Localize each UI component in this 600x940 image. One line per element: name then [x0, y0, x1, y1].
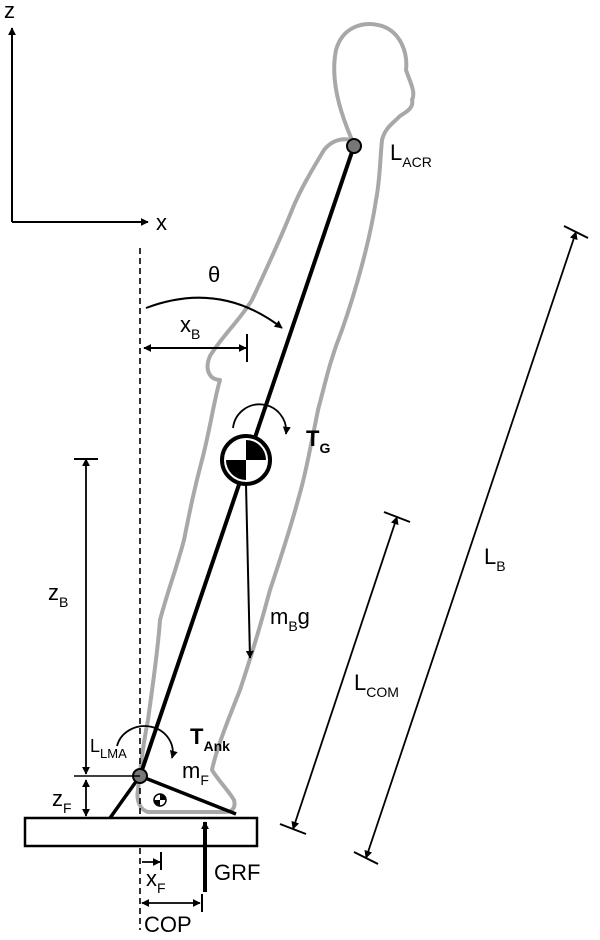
foot-com-symbol: [153, 793, 167, 807]
xf-dimension: [142, 852, 162, 870]
grf-label: GRF: [214, 860, 260, 885]
zb-label: zB: [48, 580, 68, 610]
mbg-label: mBg: [270, 604, 310, 634]
gravity-arrow: [245, 483, 254, 659]
mf-label: mF: [182, 758, 209, 788]
theta-label: θ: [208, 262, 220, 287]
lcom-label: LCOM: [354, 670, 399, 700]
zf-label: zF: [52, 786, 72, 816]
force-platform: [23, 816, 259, 848]
lb-label: LB: [484, 544, 506, 574]
zb-dimension: [74, 458, 140, 777]
tank-label: TAnk: [190, 724, 230, 754]
cop-label: COP: [144, 912, 192, 937]
tg-torque-arrow: [232, 403, 291, 435]
tg-label: TG: [306, 426, 330, 456]
body-com-symbol: [220, 434, 272, 486]
lcom-dimension: [279, 511, 411, 835]
theta-arc: [145, 296, 283, 329]
llma-label: LLMA: [90, 736, 127, 761]
coordinate-axes: z x: [4, 0, 167, 235]
cop-dimension: [141, 894, 203, 912]
z-axis-label: z: [4, 0, 15, 23]
tank-torque-arrow: [116, 725, 178, 759]
lb-dimension: [353, 225, 589, 865]
l-acr-label: LACR: [390, 140, 432, 170]
body-silhouette: [135, 22, 416, 814]
xb-label: xB: [180, 312, 200, 342]
xf-label: xF: [146, 866, 166, 896]
shoulder-joint: [346, 138, 362, 154]
x-axis-label: x: [156, 210, 167, 235]
